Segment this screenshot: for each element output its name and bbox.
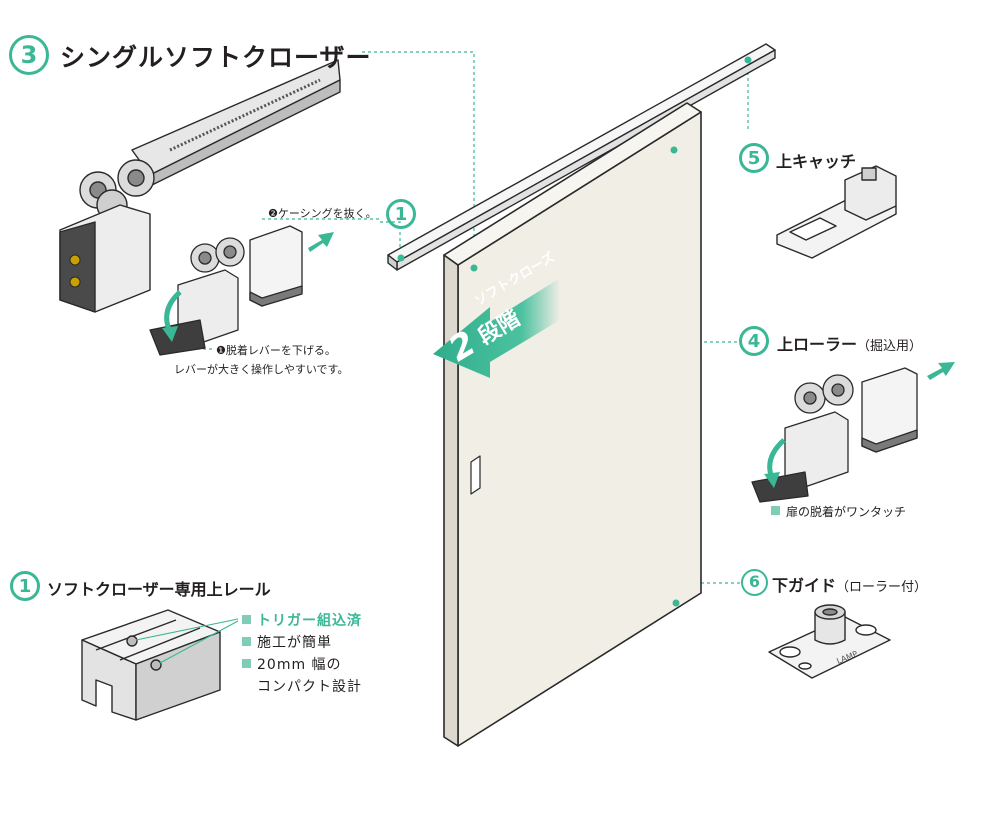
title-number-badge: 3 — [9, 35, 49, 75]
leader-title — [362, 51, 475, 266]
door-top — [443, 102, 702, 266]
rail-feature-text: コンパクト設計 — [257, 679, 362, 695]
rail-feature-item: トリガー組込済 — [242, 610, 362, 632]
casing-arrow — [308, 232, 334, 252]
roller-lever — [751, 471, 809, 503]
overhead-rail — [387, 43, 776, 271]
upper-roller-label: 上ローラー（掘込用） — [777, 331, 922, 355]
rail-feature-text: 施工が簡単 — [257, 635, 332, 651]
detach-lever — [149, 319, 206, 356]
dot-catch — [744, 56, 752, 64]
door-handle — [470, 455, 481, 495]
door — [443, 102, 702, 747]
lower-guide-label-main: 下ガイド — [772, 576, 837, 595]
bullet-square — [771, 506, 780, 515]
marker-dots — [397, 56, 752, 607]
caption-door-one-touch: 扉の脱着がワンタッチ — [771, 503, 906, 520]
upper-catch-label: 上キャッチ — [776, 152, 857, 171]
dot-rail — [397, 254, 405, 262]
rail-label: ソフトクローザー専用上レール — [47, 580, 271, 599]
lower-guide-number-badge: 6 — [741, 569, 768, 596]
rail-feature-item: 20mm 幅の — [242, 654, 362, 676]
closer-mechanism — [59, 59, 341, 313]
dot-title — [470, 264, 478, 272]
closer-spring — [169, 78, 321, 152]
dot-roller — [670, 146, 678, 154]
rail-feature-item: コンパクト設計 — [242, 676, 362, 698]
upper-roller-number-badge: 4 — [739, 326, 769, 356]
rail-feature-item: 施工が簡単 — [242, 632, 362, 654]
caption-lever-1: ❶脱着レバーを下げる。 — [216, 344, 336, 357]
page-title: シングルソフトクローザー — [60, 43, 372, 72]
caption-lever-2: レバーが大きく操作しやすいです。 — [174, 363, 349, 376]
bullet-square — [242, 659, 251, 668]
upper-roller-illustration — [751, 362, 955, 503]
rail-screw — [150, 659, 162, 671]
caption-door-one-touch-text: 扉の脱着がワンタッチ — [786, 505, 907, 519]
upper-catch-illustration — [776, 165, 897, 259]
rail-marker-badge: 1 — [386, 199, 416, 229]
rail-number-badge: 1 — [10, 571, 40, 601]
rail-screw — [126, 635, 138, 647]
rail-feature-list: トリガー組込済 施工が簡単 20mm 幅の コンパクト設計 — [242, 610, 362, 698]
dot-guide — [672, 599, 680, 607]
closer-rail — [131, 59, 341, 176]
casing-arrow — [927, 362, 955, 380]
rail-feature-text: トリガー組込済 — [257, 613, 362, 629]
upper-roller-label-main: 上ローラー — [777, 335, 858, 354]
rail-feature-leaders — [135, 618, 239, 664]
upper-roller-label-sub: （掘込用） — [857, 339, 923, 354]
bullet-square — [242, 615, 251, 624]
detach-sequence — [149, 225, 334, 356]
lower-guide-label: 下ガイド（ローラー付） — [772, 572, 927, 596]
closer-bracket — [59, 221, 96, 313]
caption-casing: ❷ケーシングを抜く。 — [268, 207, 377, 220]
bullet-square — [242, 637, 251, 646]
lower-guide-label-sub: （ローラー付） — [836, 580, 928, 595]
upper-catch-number-badge: 5 — [739, 143, 769, 173]
lever-arrow — [767, 438, 786, 479]
lower-guide-illustration: LAMP — [768, 604, 891, 679]
rail-feature-text: 20mm 幅の — [257, 657, 342, 673]
